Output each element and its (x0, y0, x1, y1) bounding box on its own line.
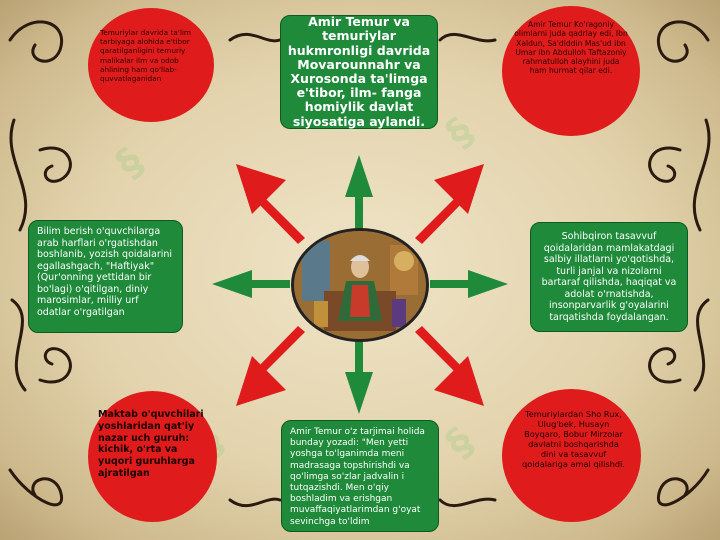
bottom-info-text: Amir Temur o'z tarjimai holida bunday yo… (290, 427, 425, 527)
left-info-box: Bilim berish o'quvchilarga arab harflari… (28, 220, 183, 333)
arrow-down (345, 340, 373, 414)
circle-bottom-left-text: Maktab o'quvchilari yoshlaridan qat'iy n… (98, 409, 204, 479)
arrow-up-right (415, 164, 484, 244)
arrow-up-left (236, 164, 305, 244)
circle-bottom-right-text: Temuriylardan Sho Rux, Ulug'bek, Husayn … (522, 409, 625, 469)
title-text: Amir Temur va temuriylar hukmronligi dav… (287, 14, 431, 129)
circle-top-left: Temuriylar davrida ta'lim tarbiyaga aloh… (88, 8, 214, 122)
title-box: Amir Temur va temuriylar hukmronligi dav… (280, 15, 438, 129)
left-info-text: Bilim berish o'quvchilarga arab harflari… (37, 226, 173, 318)
bottom-info-box: Amir Temur o'z tarjimai holida bunday yo… (281, 420, 439, 532)
arrow-left (212, 270, 290, 298)
arrow-right (430, 270, 508, 298)
right-info-box: Sohibqiron tasavvuf qoidalaridan mamlaka… (530, 222, 688, 332)
amir-temur-portrait (291, 228, 429, 342)
arrow-up (345, 155, 373, 230)
arrow-down-right (415, 326, 484, 406)
circle-top-left-text: Temuriylar davrida ta'lim tarbiyaga aloh… (100, 28, 191, 84)
circle-top-right-text: Amir Temur Ko'ragoniy olimlarni juda qad… (514, 20, 628, 76)
arrow-down-left (236, 326, 305, 406)
circle-bottom-left: Maktab o'quvchilari yoshlaridan qat'iy n… (88, 391, 217, 522)
right-info-text: Sohibqiron tasavvuf qoidalaridan mamlaka… (541, 231, 677, 323)
circle-top-right: Amir Temur Ko'ragoniy olimlarni juda qad… (502, 6, 640, 136)
circle-bottom-right: Temuriylardan Sho Rux, Ulug'bek, Husayn … (502, 389, 641, 522)
